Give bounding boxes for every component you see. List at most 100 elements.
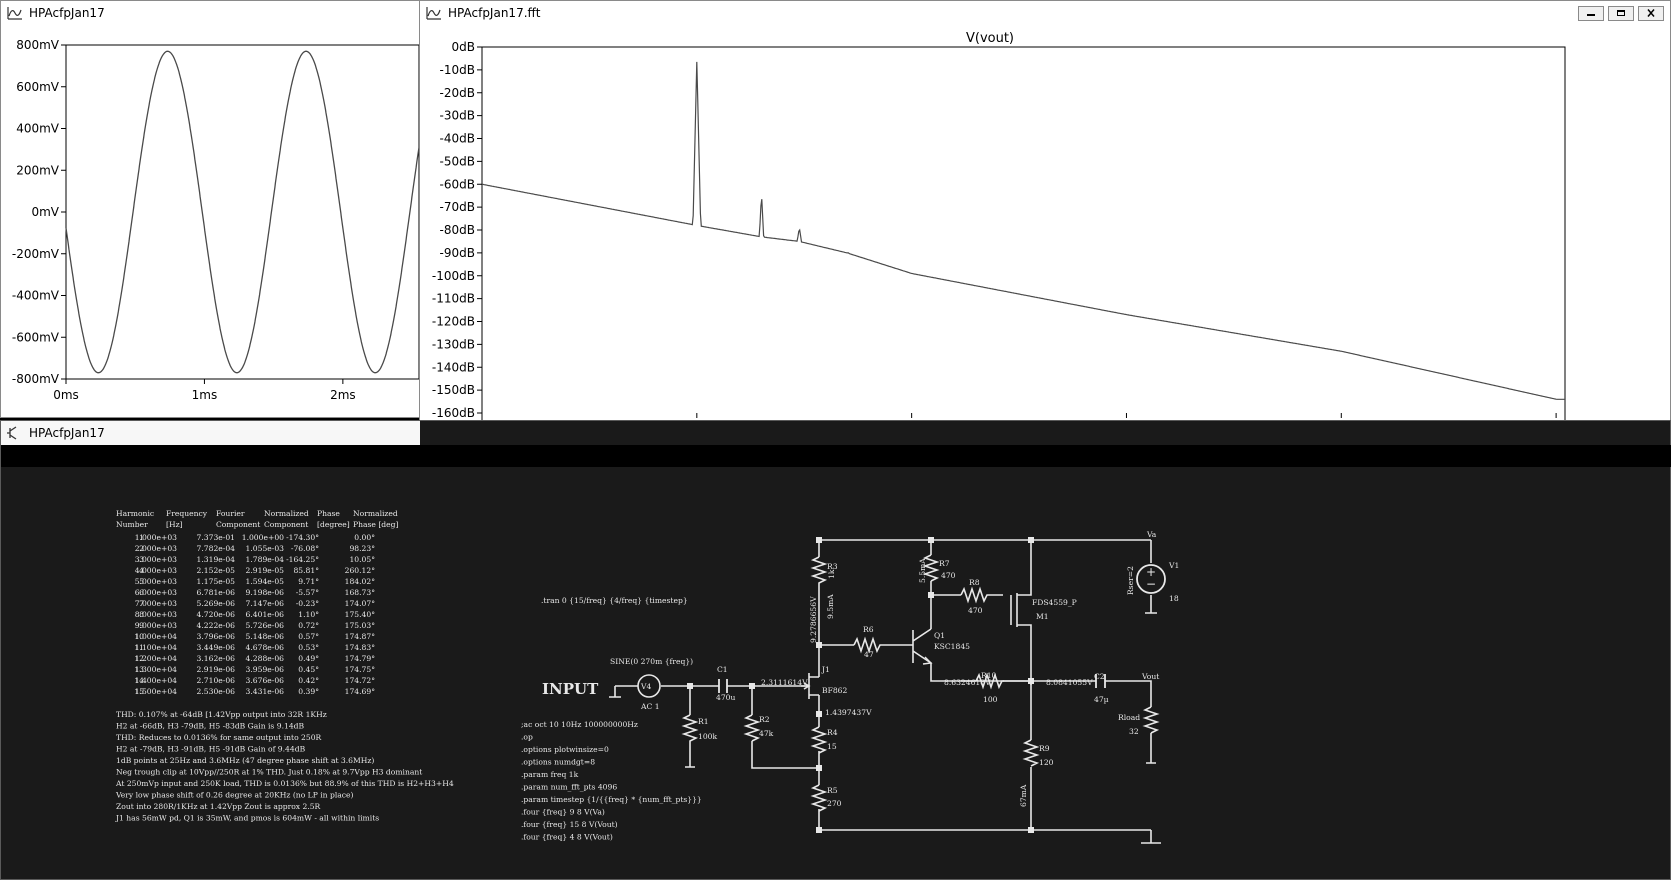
y-tick-label: -90dB [440, 246, 475, 260]
fourier-cell: 1.500e+04 [135, 687, 177, 696]
directive-line: .param num_fft_pts 4096 [521, 783, 617, 792]
x-tick-label: 2ms [330, 388, 356, 402]
j1-name: J1 [821, 665, 830, 674]
y-tick-label: -60dB [440, 177, 475, 191]
j1-jfet [801, 673, 819, 699]
v4-ac: AC 1 [640, 702, 660, 711]
close-button[interactable] [1638, 5, 1664, 21]
fourier-cell: 2.000e+03 [135, 544, 177, 553]
fourier-cell: 12 [134, 654, 144, 663]
x-tick-label: 1ms [192, 388, 218, 402]
schematic-title: HPAcfpJan17 [29, 426, 105, 440]
fourier-cell: -0.23° [296, 599, 319, 608]
fourier-cell: -5.57° [296, 588, 319, 597]
r4-name: R4 [827, 728, 838, 737]
current-67ma: 67mA [1019, 784, 1028, 807]
fourier-cell: -174.30° [286, 533, 319, 542]
current-9-5ma: 9.5mA [826, 594, 835, 619]
transient-plot[interactable]: 800mV600mV400mV200mV0mV-200mV-400mV-600m… [1, 25, 419, 417]
fourier-cell: 98.23° [349, 544, 375, 553]
c1-value: 470u [716, 693, 735, 702]
fourier-cell: 174.72° [345, 676, 376, 685]
spice-directives: ;ac oct 10 10Hz 100000000Hz.op.options p… [521, 720, 702, 842]
c2-name: C2 [1094, 672, 1105, 681]
fourier-cell: 6.781e-06 [197, 588, 236, 597]
fourier-cell: 5.726e-06 [246, 621, 285, 630]
fourier-cell: 174.83° [345, 643, 376, 652]
fourier-cell: 0.57° [298, 632, 319, 641]
directive-line: .options plotwinsize=0 [521, 745, 609, 754]
fourier-cell: -76.08° [291, 544, 319, 553]
node-voltage-9278: 9.2786656V [809, 596, 818, 643]
fft-trace [481, 61, 1565, 400]
v4-name: V4 [640, 682, 651, 691]
fft-title: HPAcfpJan17.fft [448, 6, 541, 20]
r1-value: 100k [698, 732, 717, 741]
fourier-header: Phase [deg] [353, 520, 399, 529]
fourier-cell: 2 [139, 544, 144, 553]
fourier-header: [degree] [317, 520, 350, 529]
y-tick-label: -110dB [432, 292, 475, 306]
y-tick-label: -130dB [432, 337, 475, 351]
c1-name: C1 [717, 665, 728, 674]
fourier-header: Number [116, 520, 148, 529]
j1-model: BF862 [822, 686, 848, 695]
fourier-cell: 3.000e+03 [135, 555, 177, 564]
fourier-cell: 1.594e-05 [246, 577, 285, 586]
note-line: H2 at -79dB, H3 -91dB, H5 -91dB Gain of … [116, 745, 306, 754]
r7-name: R7 [939, 559, 950, 568]
restore-button[interactable] [1608, 5, 1634, 21]
r5-name: R5 [827, 786, 838, 795]
waveform-icon [7, 7, 22, 20]
r3-resistor [810, 556, 828, 585]
r2-value: 47k [759, 729, 774, 738]
note-line: Very low phase shift of 0.26 degree at 2… [115, 791, 354, 800]
fourier-cell: 7.782e-04 [197, 544, 236, 553]
r3-value: 1k [827, 569, 836, 579]
fourier-cell: 168.73° [345, 588, 376, 597]
directive-line: ;ac oct 10 10Hz 100000000Hz [521, 720, 638, 729]
fourier-cell: 174.87° [345, 632, 376, 641]
fourier-cell: 9 [139, 621, 144, 630]
fourier-cell: 4.678e-06 [246, 643, 285, 652]
fft-titlebar[interactable]: HPAcfpJan17.fft [420, 1, 1670, 25]
fourier-cell: 9.198e-06 [246, 588, 285, 597]
r9-resistor [1022, 739, 1040, 767]
minimize-button[interactable] [1578, 5, 1604, 21]
y-tick-label: -800mV [12, 372, 60, 386]
node-voltage-8084: 8.0841055V [1046, 678, 1093, 687]
note-line: H2 at -66dB, H3 -79dB, H5 -83dB Gain is … [116, 722, 305, 731]
fourier-cell: 2.530e-06 [197, 687, 236, 696]
fourier-cell: 9.71° [298, 577, 319, 586]
input-label: INPUT [542, 680, 599, 698]
fourier-cell: 1.300e+04 [135, 665, 177, 674]
q1-name: Q1 [934, 631, 945, 640]
fourier-cell: 14 [134, 676, 144, 685]
fourier-cell: 2.152e-05 [197, 566, 236, 575]
schematic-titlebar[interactable]: HPAcfpJan17 [1, 421, 420, 445]
restore-icon [1617, 10, 1625, 16]
fourier-cell: 5 [139, 577, 144, 586]
transient-titlebar[interactable]: HPAcfpJan17 [1, 1, 419, 25]
r2-resistor [743, 714, 761, 742]
fourier-cell: 1.400e+04 [135, 676, 177, 685]
directive-line: .four {freq} 9 8 V(Va) [521, 808, 605, 817]
fourier-cell: 85.81° [293, 566, 319, 575]
y-tick-label: -100dB [432, 269, 475, 283]
resistor-symbols [681, 554, 1160, 812]
v1-rser: Rser=2 [1126, 566, 1135, 595]
y-tick-label: 800mV [16, 38, 60, 52]
fourier-cell: 9.000e+03 [135, 621, 177, 630]
r1-resistor [681, 714, 699, 743]
fft-window[interactable]: HPAcfpJan17.fft V(vout) 0dB-10dB-20dB-30… [419, 0, 1671, 442]
fourier-cell: 0.42° [298, 676, 319, 685]
fourier-cell: 7 [139, 599, 144, 608]
y-tick-label: -140dB [432, 360, 475, 374]
rload-resistor [1142, 706, 1160, 734]
directive-line: .four {freq} 4 8 V(Vout) [521, 833, 613, 842]
r8-name: R8 [969, 578, 980, 587]
fft-plot[interactable]: V(vout) 0dB-10dB-20dB-30dB-40dB-50dB-60d… [420, 25, 1670, 441]
